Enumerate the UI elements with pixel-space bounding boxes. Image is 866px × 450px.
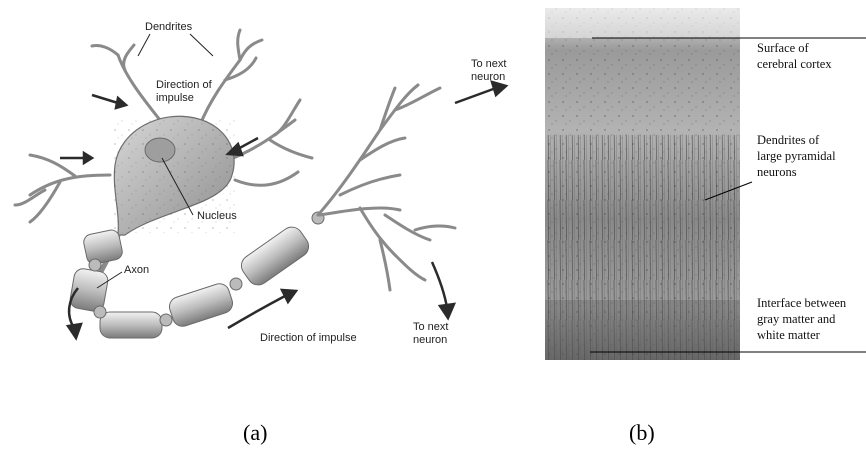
axon-terminals — [318, 85, 455, 290]
label-dendrites-b-line1: Dendrites of — [757, 133, 820, 147]
label-axon: Axon — [124, 264, 149, 276]
label-nucleus: Nucleus — [197, 210, 237, 222]
label-to-next-neuron-bottom-line1: To next — [413, 321, 448, 333]
label-dendrites: Dendrites — [145, 21, 193, 33]
caption-b: (b) — [629, 420, 655, 445]
label-direction-of-impulse-line2: impulse — [156, 92, 194, 104]
label-surface-line2: cerebral cortex — [757, 57, 832, 71]
label-to-next-neuron-top-line1: To next — [471, 58, 506, 70]
cortex-micrograph — [545, 8, 740, 360]
nucleus-shape — [145, 138, 175, 162]
label-interface-line3: white matter — [757, 328, 821, 342]
neuron-illustration — [15, 30, 506, 338]
label-dendrites-b-line3: neurons — [757, 165, 797, 179]
label-dendrites-b-line2: large pyramidal — [757, 149, 836, 163]
label-to-next-neuron-top-line2: neuron — [471, 71, 505, 83]
label-direction-of-impulse-bottom: Direction of impulse — [260, 332, 357, 344]
caption-a: (a) — [243, 420, 267, 445]
label-to-next-neuron-bottom-line2: neuron — [413, 334, 447, 346]
label-interface-line1: Interface between — [757, 296, 847, 310]
label-surface-line1: Surface of — [757, 41, 810, 55]
label-interface-line2: gray matter and — [757, 312, 836, 326]
label-direction-of-impulse-line1: Direction of — [156, 79, 213, 91]
